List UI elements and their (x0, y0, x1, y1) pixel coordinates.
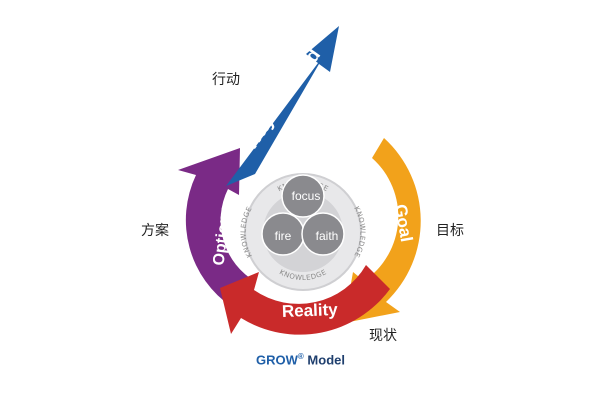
focus-label: focus (292, 189, 321, 203)
faith-label: faith (316, 229, 339, 243)
reality-segment (220, 265, 390, 335)
title-grow: GROW (256, 352, 298, 368)
fire-label: fire (275, 229, 292, 243)
goal-cn-label: 目标 (436, 223, 464, 239)
title-registered-mark: ® (297, 352, 304, 361)
faith-circle (301, 212, 345, 256)
goal-segment (344, 138, 421, 323)
options-cn-label: 方案 (141, 223, 169, 239)
reality-label: Reality (282, 300, 339, 321)
way-forward-arrow (226, 26, 339, 186)
title-model: Model (307, 352, 345, 368)
model-title: GROW® Model (228, 352, 373, 367)
way-forward-cn-label: 行动 (212, 72, 240, 88)
options-segment (178, 148, 256, 307)
reality-cn-label: 现状 (369, 328, 397, 344)
way-forward-label: Way Forward (240, 45, 325, 154)
focus-circle (281, 174, 325, 218)
